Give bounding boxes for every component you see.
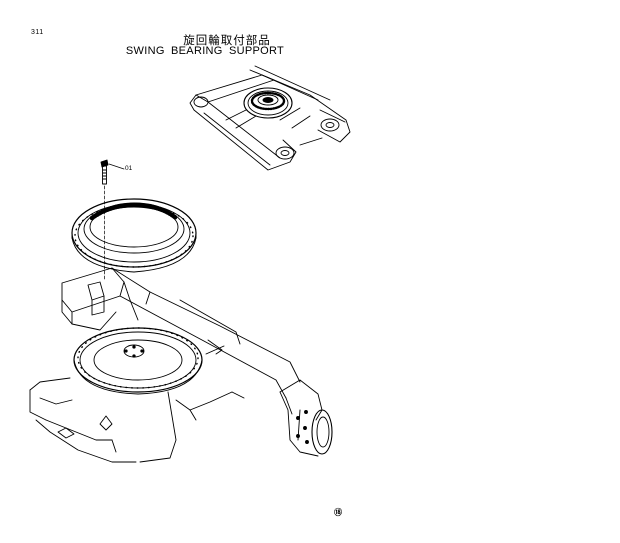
page-number: 311 (31, 29, 44, 36)
bolt-part (101, 160, 124, 184)
upper-frame (30, 268, 332, 462)
callout-01-label: 01 (125, 165, 133, 172)
footer-mark: ⑱ (334, 508, 342, 517)
title-english: SWING BEARING SUPPORT (125, 45, 285, 57)
index-diagram (190, 66, 350, 170)
swing-bearing-ring (72, 199, 196, 272)
title-japanese: 旋回輪取付部品 (183, 33, 271, 47)
